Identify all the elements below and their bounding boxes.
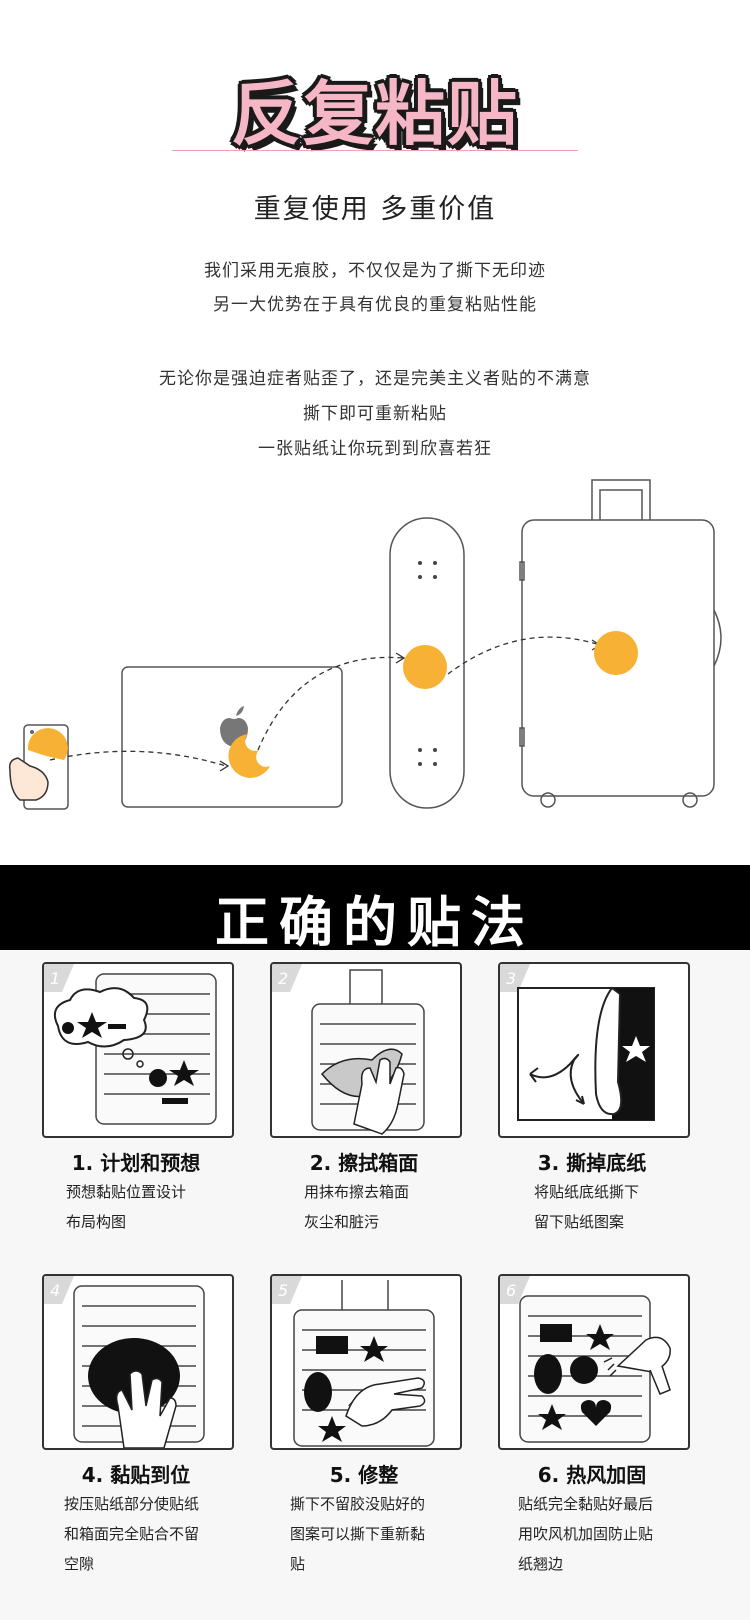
step-number-4: 4 [50,1281,60,1300]
step-card-1: 1 [42,962,234,1138]
step-desc-4: 按压贴纸部分使贴纸 和箱面完全贴合不留 空隙 [64,1495,200,1573]
sticker-skateboard [403,645,447,689]
step-title-4: 4. 黏贴到位 [81,1463,191,1487]
subtitle: 重复使用 多重价值 [253,194,497,225]
sticker-phone [27,728,68,760]
intro-line-1: 我们采用无痕胶，不仅仅是为了撕下无印迹 [204,261,546,281]
page-title: 反复粘贴 [231,73,519,155]
step-card-4: 4 [42,1274,234,1450]
step-title-2: 2. 擦拭箱面 [309,1151,419,1175]
step-number-2: 2 [278,969,288,988]
star-icon [77,1012,107,1038]
step-title-6: 6. 热风加固 [537,1463,647,1487]
step-desc-2: 用抹布擦去箱面 灰尘和脏污 [304,1183,410,1231]
step-number-1: 1 [50,969,60,988]
suitcase-icon [521,519,715,797]
detail-line-1: 无论你是强迫症者贴歪了，还是完美主义者贴的不满意 [159,369,591,389]
step-desc-6: 贴纸完全黏贴好最后 用吹风机加固防止贴 纸翘边 [518,1495,654,1573]
step-card-3: 3 [498,962,690,1138]
heart-icon [580,1400,612,1426]
star-icon [622,1036,650,1062]
step-number-3: 3 [506,969,516,988]
step-card-2: 2 [270,962,462,1138]
step-number-6: 6 [506,1281,516,1300]
sticker-suitcase [594,631,638,675]
step-desc-3: 将贴纸底纸撕下 留下贴纸图案 [534,1183,640,1231]
movement-path [49,636,601,767]
section-banner [0,865,750,950]
title-divider [172,150,578,151]
step-card-6: 6 [498,1274,690,1450]
banner-title: 正确的贴法 [215,891,535,954]
thought-cloud-icon [54,987,149,1048]
hand-icon [345,1377,426,1427]
step-number-5: 5 [278,1281,288,1300]
star-icon [360,1336,388,1362]
intro-line-2: 另一大优势在于具有优良的重复粘贴性能 [213,295,537,315]
hand-icon [8,757,49,801]
detail-line-3: 一张贴纸让你玩到到欣喜若狂 [258,439,492,459]
hand-icon [115,1370,177,1448]
step-title-1: 1. 计划和预想 [71,1151,201,1175]
step-title-5: 5. 修整 [329,1463,399,1487]
step-desc-5: 撕下不留胶没贴好的 图案可以撕下重新黏 贴 [290,1495,426,1573]
step-card-5: 5 [270,1274,462,1450]
peel-corner [594,986,623,1116]
reuse-illustration [8,479,722,810]
sticker-laptop [228,734,270,778]
detail-line-2: 撕下即可重新粘贴 [303,404,447,424]
peel-arrow [529,1053,585,1105]
step-desc-1: 预想黏贴位置设计 布局构图 [66,1183,187,1231]
step-title-3: 3. 撕掉底纸 [537,1151,647,1175]
hand-icon [353,1057,405,1135]
laptop-icon [121,666,343,808]
hair-dryer-icon [603,1336,671,1395]
star-icon [586,1324,614,1350]
